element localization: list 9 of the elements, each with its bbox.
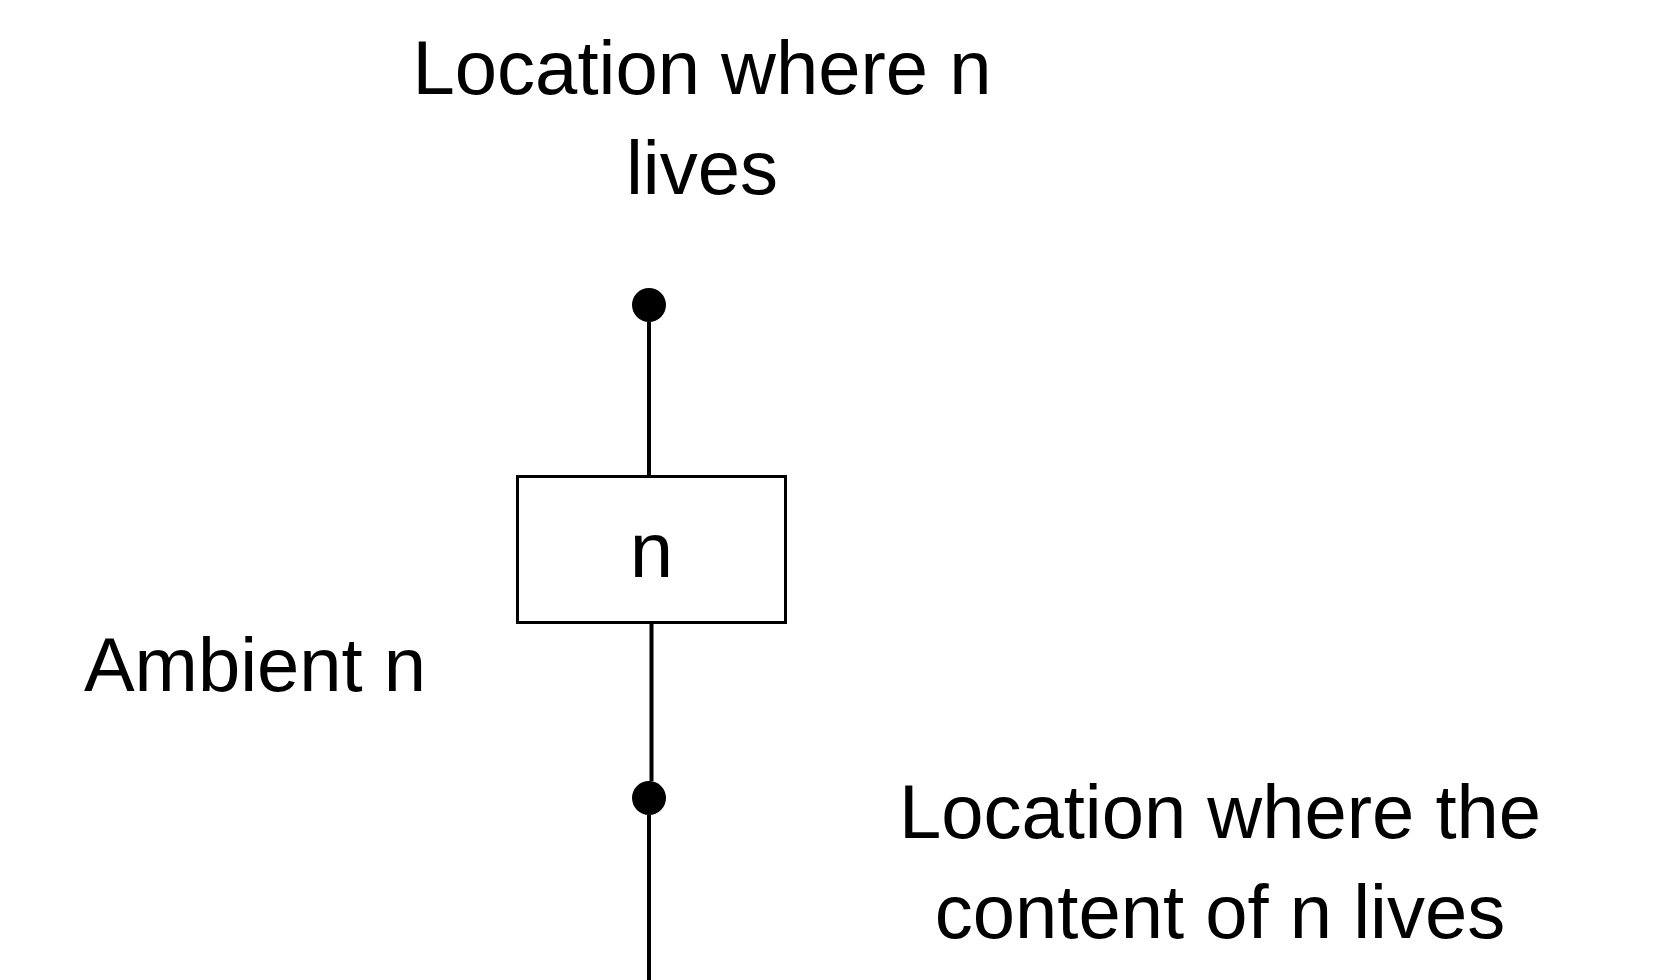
location-label: Location where n lives <box>411 24 993 212</box>
side-label: Ambient n <box>82 621 428 709</box>
location-label: Location where the content of n lives <box>897 768 1543 956</box>
connector-line <box>649 624 654 781</box>
connector-line <box>647 815 651 980</box>
junction-dot <box>632 288 666 322</box>
process-box: n <box>516 475 787 624</box>
connector-line <box>647 322 651 475</box>
junction-dot <box>632 781 666 815</box>
